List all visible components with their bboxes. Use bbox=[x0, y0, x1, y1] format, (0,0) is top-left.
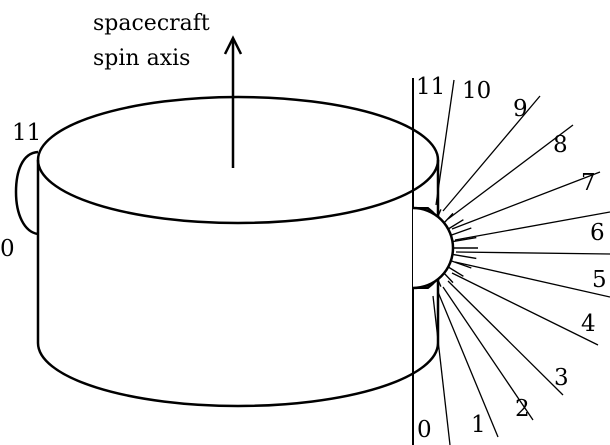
sector-label-9: 9 bbox=[513, 96, 528, 122]
collimator-tick-5 bbox=[451, 236, 477, 243]
cylinder-top bbox=[36, 95, 440, 225]
spin-axis-label-line1: spacecraft bbox=[93, 11, 210, 36]
sector-line-3 bbox=[447, 280, 564, 396]
sector-label-6: 6 bbox=[590, 220, 605, 246]
sector-line-10 bbox=[442, 95, 541, 212]
sector-label-10: 10 bbox=[462, 78, 491, 104]
sector-line-9 bbox=[447, 124, 574, 220]
sector-line-0 bbox=[432, 295, 451, 445]
sector-label-5: 5 bbox=[592, 267, 607, 293]
sector-line-4 bbox=[451, 272, 599, 346]
sector-label-8: 8 bbox=[553, 132, 568, 158]
sector-label-2: 2 bbox=[515, 396, 530, 422]
spacecraft-body bbox=[36, 95, 440, 408]
right-detector bbox=[412, 206, 478, 290]
sector-labels: 0 1 2 3 4 5 6 7 8 9 10 11 bbox=[416, 74, 607, 443]
sector-line-7 bbox=[454, 211, 610, 241]
sector-label-7: 7 bbox=[581, 170, 596, 196]
left-detector-label-11: 11 bbox=[12, 120, 41, 146]
sector-label-3: 3 bbox=[554, 365, 569, 391]
sector-label-11: 11 bbox=[416, 74, 445, 100]
sector-label-0: 0 bbox=[417, 417, 432, 443]
spin-axis-label-line2: spin axis bbox=[93, 46, 190, 71]
collimator-tick-8 bbox=[448, 259, 472, 269]
sector-line-6 bbox=[455, 251, 610, 255]
sector-lines bbox=[432, 79, 610, 445]
sector-label-4: 4 bbox=[581, 311, 596, 337]
sector-line-5 bbox=[454, 261, 610, 298]
sector-line-8 bbox=[451, 171, 601, 230]
detector-dome bbox=[412, 206, 455, 290]
sector-line-11 bbox=[435, 79, 455, 206]
spin-axis-arrow bbox=[223, 35, 243, 168]
collimator-tick-7 bbox=[451, 253, 477, 260]
collimator-tick-4 bbox=[448, 227, 472, 237]
sector-label-1: 1 bbox=[471, 412, 486, 438]
sector-line-1 bbox=[437, 291, 499, 438]
cylinder-bottom bbox=[36, 342, 440, 408]
sector-line-2 bbox=[442, 286, 534, 421]
left-detector-dome bbox=[14, 150, 39, 236]
left-detector-label-0: 0 bbox=[0, 236, 15, 262]
